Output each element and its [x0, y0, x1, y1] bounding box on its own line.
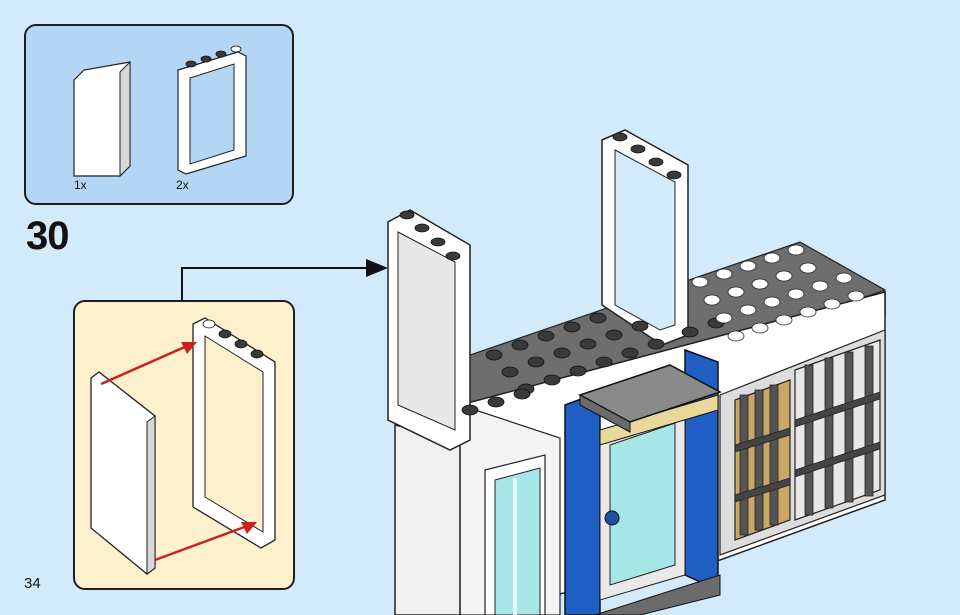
studs [461, 312, 725, 416]
door-panel-icon [73, 60, 131, 178]
white-studs [691, 244, 865, 342]
subassembly-box [73, 300, 295, 590]
part-quantity-2: 2x [176, 178, 189, 192]
part-quantity-1: 1x [74, 178, 87, 192]
page-number: 34 [24, 575, 41, 592]
window-frame-icon [177, 45, 247, 175]
step-number: 30 [26, 214, 69, 258]
subassembly-illustration [90, 317, 276, 575]
insert-arrows [100, 342, 257, 562]
parts-list-illustration [73, 45, 247, 178]
parts-list-box: 1x 2x [24, 24, 294, 205]
